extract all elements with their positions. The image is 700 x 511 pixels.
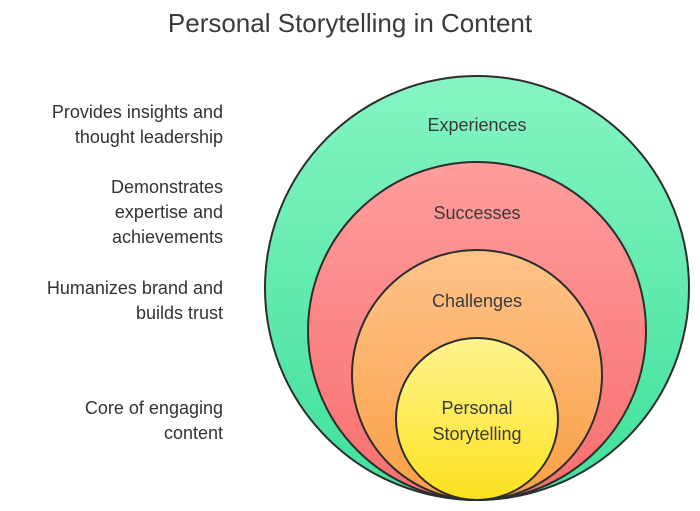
- label-successes: Successes: [433, 203, 520, 223]
- description-line: content: [163, 423, 223, 443]
- description-line: expertise and: [114, 202, 223, 222]
- description-line: thought leadership: [74, 127, 223, 147]
- description-challenges: Humanizes brand and builds trust: [3, 276, 223, 326]
- description-line: Provides insights and: [51, 102, 223, 122]
- description-successes: Demonstrates expertise and achievements: [3, 175, 223, 250]
- description-line: achievements: [111, 227, 223, 247]
- description-line: Demonstrates: [110, 177, 223, 197]
- description-experiences: Provides insights and thought leadership: [3, 100, 223, 150]
- diagram-title: Personal Storytelling in Content: [167, 8, 533, 38]
- description-line: builds trust: [135, 303, 223, 323]
- label-personal: Personal: [441, 398, 512, 418]
- label-challenges: Challenges: [432, 291, 522, 311]
- description-line: Humanizes brand and: [46, 278, 223, 298]
- label-storytelling: Storytelling: [432, 424, 521, 444]
- circle-personal-storytelling: [395, 337, 559, 501]
- description-line: Core of engaging: [84, 398, 223, 418]
- label-experiences: Experiences: [427, 115, 526, 135]
- description-personal-storytelling: Core of engaging content: [3, 396, 223, 446]
